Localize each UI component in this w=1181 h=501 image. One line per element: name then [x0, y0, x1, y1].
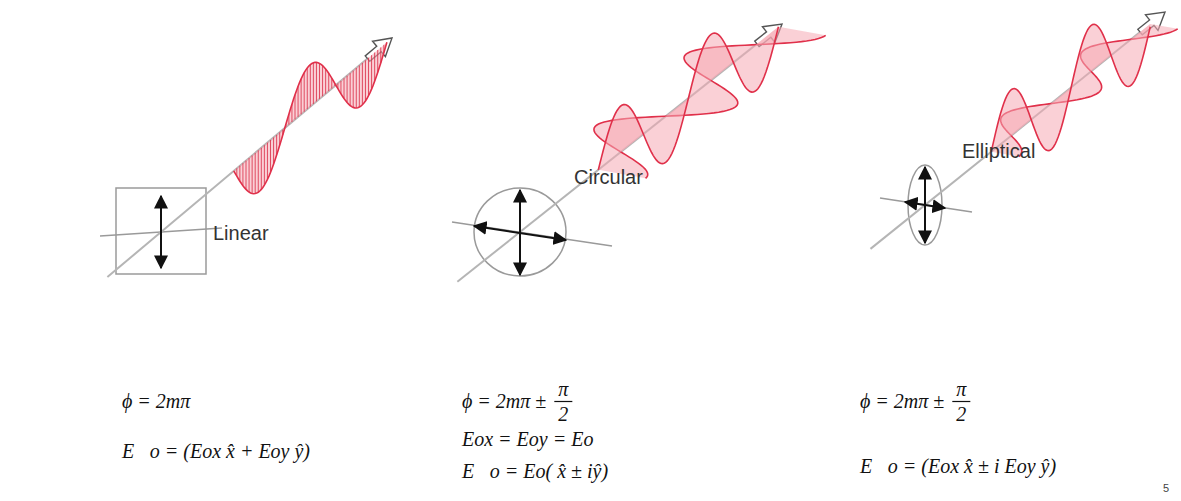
wave-hatch — [273, 137, 274, 164]
wave-hatch — [246, 161, 247, 190]
wave-hatch — [264, 145, 265, 185]
fraction-bar — [952, 401, 970, 402]
wave-hatch — [365, 60, 366, 101]
wave-hatch — [298, 86, 299, 117]
wave-fill — [594, 27, 826, 179]
field-arrow — [905, 202, 945, 208]
wave-hatch — [368, 58, 369, 96]
fraction-denominator: 2 — [558, 403, 568, 426]
wave-fill — [991, 24, 1177, 157]
polarization-name: Circular — [574, 166, 643, 189]
wave-hatch — [258, 150, 259, 192]
wave-hatch — [374, 53, 375, 82]
field-arrow — [160, 196, 162, 268]
phase-equation: ϕ = 2mπ ± — [462, 390, 546, 413]
polarization-name: Linear — [213, 222, 269, 245]
wave-hatch — [255, 153, 256, 194]
wave-hatch — [350, 73, 351, 105]
frame-axis — [452, 222, 612, 246]
page-number: 5 — [1163, 482, 1169, 495]
polarization-name: Elliptical — [962, 140, 1035, 163]
wave-fill — [234, 42, 387, 193]
wave-hatch — [242, 163, 243, 186]
wave-hatch — [313, 63, 314, 104]
phase-equation: ϕ = 2mπ — [122, 390, 190, 413]
wave-hatch — [359, 65, 360, 107]
wave-curve — [234, 42, 387, 193]
wave-hatch — [362, 63, 363, 105]
fraction-numerator: π — [558, 378, 568, 401]
wave-hatch — [270, 140, 271, 172]
wave-fill — [598, 27, 778, 170]
fraction-numerator: π — [956, 378, 966, 401]
frame-circle — [474, 188, 566, 276]
wave-hatch — [322, 66, 323, 97]
wave-fill — [991, 24, 1150, 152]
wave-hatch — [353, 71, 354, 108]
wave-hatch — [307, 68, 308, 109]
wave-hatch — [347, 76, 348, 103]
wave-hatch — [261, 148, 262, 190]
fraction-denominator: 2 — [956, 403, 966, 426]
phase-equation: ϕ = 2mπ ± — [860, 390, 944, 413]
fraction-bar — [554, 401, 572, 402]
wave-hatch — [304, 73, 305, 112]
field-arrow — [474, 226, 566, 240]
wave-hatch — [328, 73, 329, 91]
wave-curve — [598, 27, 778, 170]
wave-hatch — [252, 155, 253, 193]
field-equation: E⃗o = (Eox x̂ + Eoy ŷ) — [122, 440, 310, 463]
wave-hatch — [319, 63, 320, 98]
wave-hatch — [344, 78, 345, 98]
frame-square — [116, 188, 206, 274]
wave-hatch — [301, 79, 302, 114]
wave-hatch — [371, 55, 372, 89]
wave-hatch — [325, 69, 326, 94]
wave-hatch — [249, 158, 250, 192]
wave-hatch — [239, 166, 240, 181]
field-equation: E⃗o = Eo( x̂ ± iŷ) — [462, 460, 608, 483]
field-equation: E⃗o = (Eox x̂ ± i Eoy ŷ) — [860, 455, 1056, 478]
wave-hatch — [356, 68, 357, 108]
wave-hatch — [310, 65, 311, 107]
wave-curve — [991, 24, 1150, 151]
wave-hatch — [267, 143, 268, 180]
wave-hatch — [295, 95, 296, 120]
amplitude-equation: Eox = Eoy = Eo — [462, 428, 593, 451]
wave-hatch — [316, 62, 317, 101]
